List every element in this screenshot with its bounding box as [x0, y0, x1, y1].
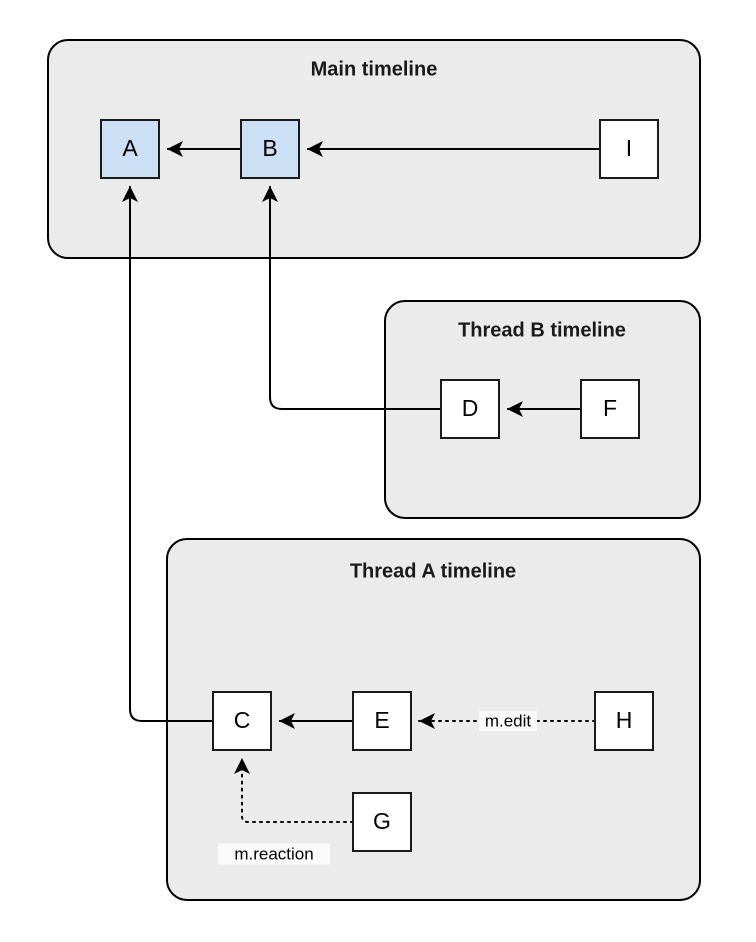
arrowhead-arrow-into-D-left: [507, 401, 523, 417]
edge-label-text-G-to-C: m.reaction: [234, 844, 313, 863]
node-H[interactable]: H: [594, 691, 654, 751]
node-A[interactable]: A: [100, 119, 160, 179]
panel-thread-a-timeline: Thread A timeline: [166, 538, 701, 901]
edge-label-G-to-C: m.reaction: [218, 843, 330, 865]
node-box-H[interactable]: [594, 691, 654, 751]
edges-layer: [129, 148, 600, 823]
node-G[interactable]: G: [352, 792, 412, 852]
node-label-E: E: [374, 707, 389, 733]
arrowhead-arrow-into-C-left: [279, 713, 295, 729]
node-label-C: C: [234, 707, 251, 733]
panel-background-thread-a-timeline: [166, 538, 701, 901]
arrowheads-layer: [122, 141, 523, 774]
node-label-F: F: [603, 395, 617, 421]
nodes-layer: A B I D F C E H G: [100, 119, 659, 852]
node-C[interactable]: C: [212, 691, 272, 751]
edge-labels-layer: m.edit m.reaction: [218, 711, 537, 865]
node-E[interactable]: E: [352, 691, 412, 751]
arrowhead-arrow-into-C-bottom: [234, 758, 250, 774]
node-box-B[interactable]: [240, 119, 300, 179]
arrowhead-arrow-into-B-left: [307, 141, 323, 157]
arrowhead-arrow-into-A-left: [167, 141, 183, 157]
edge-G-to-C: [241, 757, 354, 823]
node-box-F[interactable]: [580, 379, 640, 439]
arrowhead-arrow-into-E-left: [419, 713, 435, 729]
panel-title-thread-a-timeline: Thread A timeline: [350, 560, 516, 582]
edge-C-to-A: [129, 186, 213, 722]
arrowhead-arrow-into-A-bottom: [122, 186, 138, 202]
node-box-E[interactable]: [352, 691, 412, 751]
panel-title-main-timeline: Main timeline: [311, 58, 438, 80]
node-label-H: H: [616, 707, 633, 733]
node-label-A: A: [122, 135, 138, 161]
node-box-I[interactable]: [599, 119, 659, 179]
node-F[interactable]: F: [580, 379, 640, 439]
edge-label-background-G-to-C: [218, 843, 330, 865]
node-box-G[interactable]: [352, 792, 412, 852]
node-D[interactable]: D: [440, 379, 500, 439]
edge-label-H-to-E: m.edit: [479, 711, 537, 731]
edge-D-to-B: [269, 186, 441, 410]
node-I[interactable]: I: [599, 119, 659, 179]
node-label-I: I: [626, 135, 632, 161]
node-label-B: B: [262, 135, 277, 161]
edge-label-text-H-to-E: m.edit: [485, 711, 532, 730]
panel-title-thread-b-timeline: Thread B timeline: [458, 319, 626, 341]
node-box-D[interactable]: [440, 379, 500, 439]
node-box-A[interactable]: [100, 119, 160, 179]
arrowhead-arrow-into-B-bottom: [262, 186, 278, 202]
node-label-G: G: [373, 808, 391, 834]
node-B[interactable]: B: [240, 119, 300, 179]
node-label-D: D: [462, 395, 479, 421]
node-box-C[interactable]: [212, 691, 272, 751]
edge-label-background-H-to-E: [479, 711, 537, 731]
